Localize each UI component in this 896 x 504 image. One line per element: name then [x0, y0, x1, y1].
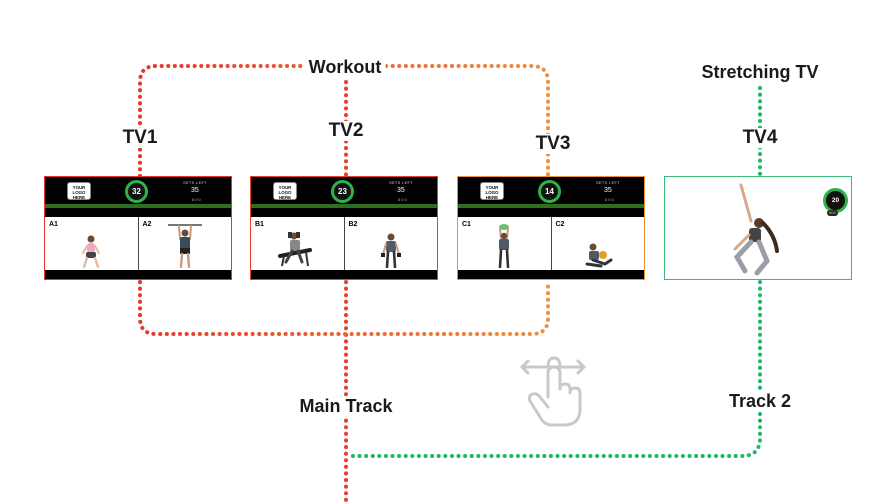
sets-left-label: SETS LEFT [596, 180, 621, 185]
sets-left-label: SETS LEFT [183, 180, 208, 185]
athlete-bench-figure [278, 232, 313, 267]
sets-indicator: 800 [192, 197, 202, 202]
logo-placeholder: YOUR LOGO HERE [273, 182, 297, 200]
swipe-hand-icon [520, 356, 586, 427]
tv4-screen[interactable]: 20 800 [664, 176, 852, 280]
main-track-label: Main Track [295, 396, 397, 416]
exercise-code: C2 [555, 221, 565, 228]
athlete-russian-twist-figure [585, 243, 613, 268]
exercise-panel: C1 [458, 217, 551, 270]
sets-left-label: SETS LEFT [389, 180, 414, 185]
athlete-squat-figure [82, 235, 101, 268]
workout-line-bottom [138, 280, 550, 336]
timer-ring: 32 [125, 180, 148, 203]
exercise-panel: C2 [550, 217, 645, 270]
exercise-code: B2 [348, 221, 358, 228]
exercise-code: A2 [142, 221, 152, 228]
sets-left-value: 35 [191, 187, 199, 194]
logo-placeholder: YOUR LOGO HERE [480, 182, 504, 200]
tv3-screen[interactable]: YOUR LOGO HERE 14 SETS LEFT 35 800 C1 C2 [457, 176, 645, 280]
sets-left-value: 35 [397, 187, 405, 194]
track2-line-lower [350, 280, 762, 458]
sets-indicator: 800 [605, 197, 615, 202]
sets-left-value: 35 [604, 187, 612, 194]
athlete-stretch-figure [733, 183, 779, 276]
exercise-panel: A2 [137, 217, 232, 270]
timer-ring: 23 [331, 180, 354, 203]
progress-bar [458, 204, 644, 208]
exercise-code: A1 [49, 221, 58, 228]
sets-indicator: 800 [398, 197, 408, 202]
tv2-label: TV2 [324, 121, 368, 141]
track2-label: Track 2 [724, 391, 796, 411]
timer-ring: 20 [823, 188, 848, 213]
tv2-screen[interactable]: YOUR LOGO HERE 23 SETS LEFT 35 800 B1 B2 [250, 176, 438, 280]
tv1-screen[interactable]: YOUR LOGO HERE 32 SETS LEFT 35 800 A1 A2 [44, 176, 232, 280]
exercise-panel: B2 [343, 217, 438, 270]
exercise-code: B1 [255, 221, 264, 228]
tv4-label: TV4 [738, 128, 782, 148]
stretching-tv-label: Stretching TV [697, 62, 823, 82]
exercise-panel: B1 [251, 217, 344, 270]
progress-bar [45, 204, 231, 208]
progress-bar [251, 204, 437, 208]
logo-placeholder: YOUR LOGO HERE [67, 182, 91, 200]
workout-line-top [138, 64, 550, 178]
timer-ring: 14 [538, 180, 561, 203]
athlete-row-figure [380, 233, 401, 268]
sets-indicator: 800 [827, 210, 838, 216]
athlete-overhead-bar-figure [167, 224, 202, 268]
exercise-code: C1 [462, 221, 471, 228]
exercise-panel: A1 [45, 217, 138, 270]
workout-label: Workout [304, 57, 386, 77]
athlete-ball-press-figure [498, 224, 510, 268]
tv3-label: TV3 [531, 134, 575, 154]
tv1-label: TV1 [118, 128, 162, 148]
